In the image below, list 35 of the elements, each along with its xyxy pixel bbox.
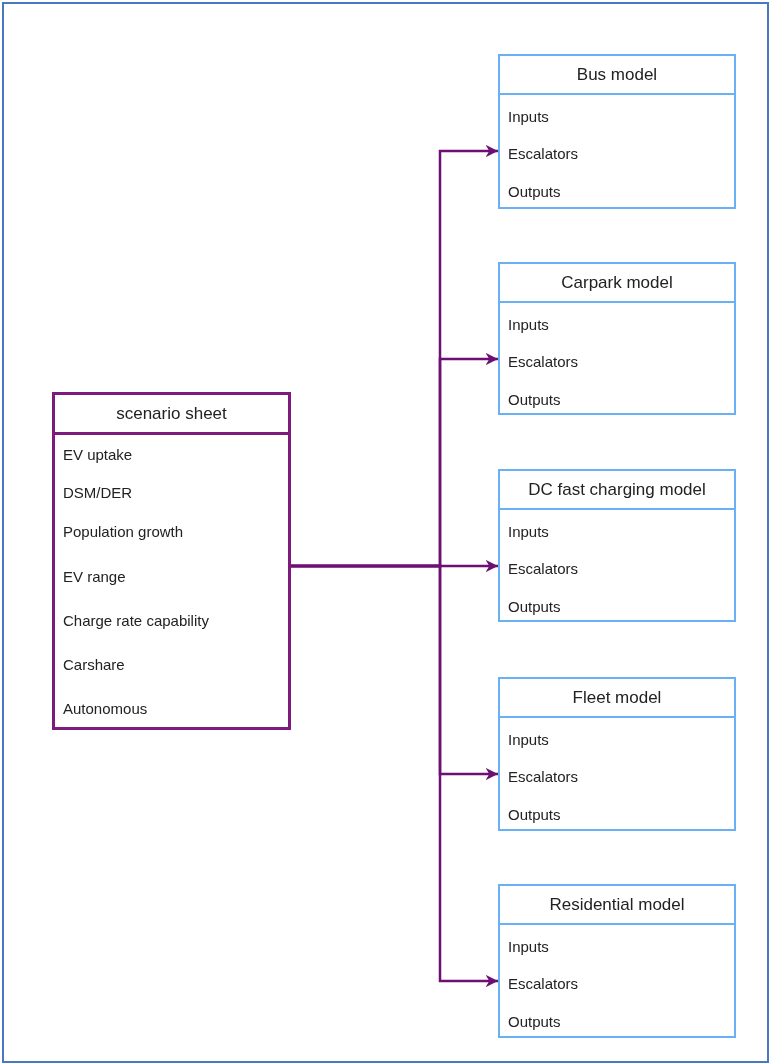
list-item: Escalators <box>508 144 579 162</box>
list-item: Escalators <box>508 352 579 370</box>
box-title: Fleet model <box>500 679 734 718</box>
model-box <box>498 262 736 415</box>
box-title: Bus model <box>500 56 734 95</box>
list-item: Escalators <box>508 559 579 577</box>
list-item: Outputs <box>508 805 561 823</box>
model-box <box>498 677 736 831</box>
list-item: Outputs <box>508 597 561 615</box>
model-box <box>498 469 736 622</box>
list-item: DSM/DER <box>63 483 133 501</box>
box-title: Carpark model <box>500 264 734 303</box>
list-item: Carshare <box>63 655 125 673</box>
list-item: Outputs <box>508 182 561 200</box>
list-item: Autonomous <box>63 699 148 717</box>
list-item: Outputs <box>508 390 561 408</box>
box-title: DC fast charging model <box>500 471 734 510</box>
list-item: Inputs <box>508 315 549 333</box>
list-item: Inputs <box>508 522 549 540</box>
list-item: Population growth <box>63 522 184 540</box>
model-box <box>498 54 736 209</box>
list-item: Outputs <box>508 1012 561 1030</box>
model-box <box>498 884 736 1038</box>
box-title: Residential model <box>500 886 734 925</box>
arrow <box>291 564 498 988</box>
list-item: Inputs <box>508 937 549 955</box>
list-item: Charge rate capability <box>63 611 209 629</box>
list-box <box>52 392 291 730</box>
list-item: Inputs <box>508 730 549 748</box>
list-item: Escalators <box>508 767 579 785</box>
list-item: Escalators <box>508 974 579 992</box>
list-item: EV range <box>63 567 126 585</box>
list-item: EV uptake <box>63 445 133 463</box>
list-item: Inputs <box>508 107 549 125</box>
box-title: scenario sheet <box>55 395 288 435</box>
